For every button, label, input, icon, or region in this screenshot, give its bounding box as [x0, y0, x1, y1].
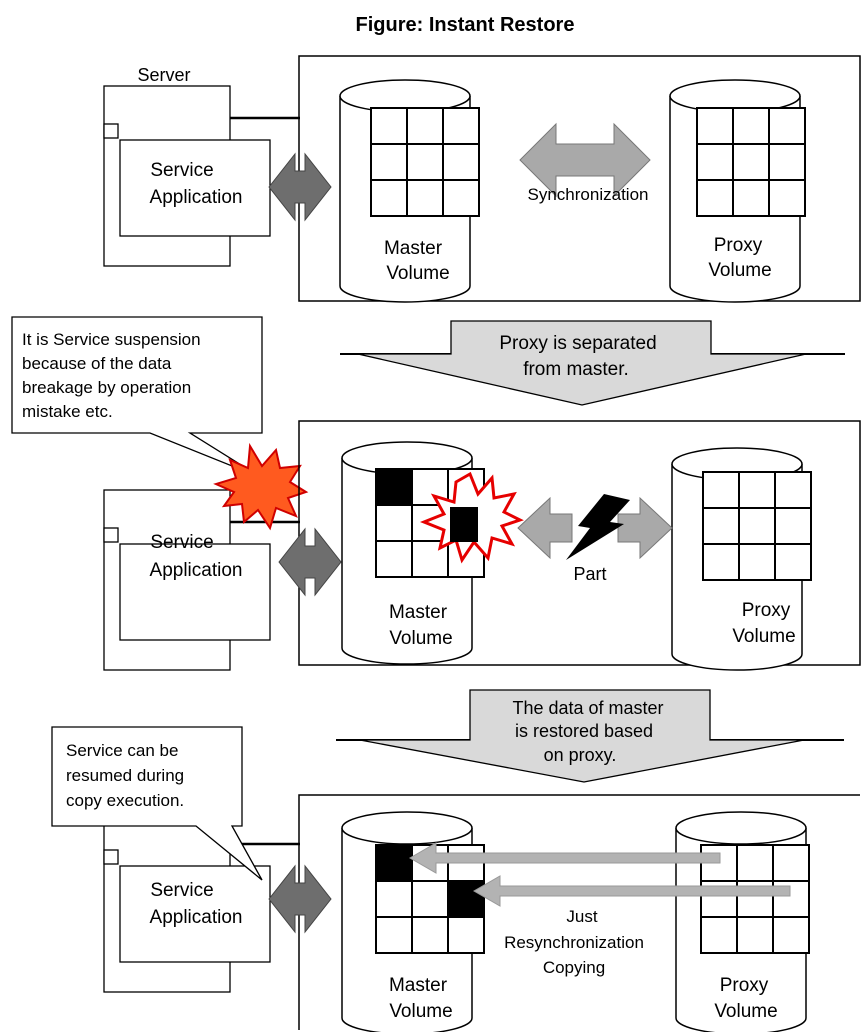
- corrupt-block: [450, 507, 478, 542]
- part-arrow-right: [617, 496, 673, 560]
- resume-callout-line3: copy execution.: [66, 791, 184, 810]
- suspension-callout: [11, 316, 263, 479]
- transition-2-line3: on proxy.: [544, 745, 617, 765]
- master-label-line1: Master: [389, 975, 448, 996]
- synchronization-label: Synchronization: [528, 185, 649, 204]
- copy-label-line3: Copying: [543, 958, 605, 977]
- application-label-line2: Application: [150, 560, 243, 581]
- server-box: [103, 811, 300, 993]
- application-label-line1: Service: [150, 532, 213, 553]
- application-label-line1: Service: [150, 880, 213, 901]
- copy-arrow-lower: [472, 875, 791, 907]
- proxy-label-line1: Proxy: [720, 975, 769, 996]
- application-label-line1: Service: [150, 160, 213, 181]
- resume-callout-line1: Service can be: [66, 741, 178, 760]
- master-label-line1: Master: [384, 238, 443, 259]
- proxy-label-line1: Proxy: [742, 600, 791, 621]
- transition-1-line2: from master.: [523, 359, 629, 380]
- master-label-line2: Volume: [389, 1001, 452, 1022]
- storage-box: [298, 794, 860, 1030]
- suspension-callout-line2: because of the data: [22, 354, 172, 373]
- corrupt-block: [377, 470, 412, 505]
- transition-2-line1: The data of master: [512, 698, 663, 718]
- copy-label-line1: Just: [566, 907, 597, 926]
- part-label: Part: [573, 564, 606, 584]
- master-label-line2: Volume: [386, 263, 449, 284]
- part-arrow-left: [517, 496, 573, 560]
- copy-label-line2: Resynchronization: [504, 933, 644, 952]
- synchronization-arrow: [519, 122, 651, 198]
- error-burst-icon: [213, 442, 309, 531]
- proxy-label-line2: Volume: [714, 1001, 777, 1022]
- host-storage-arrow: [278, 528, 342, 596]
- server-box: [103, 489, 300, 671]
- proxy-volume-grid: [696, 107, 806, 217]
- host-storage-arrow: [268, 153, 332, 221]
- figure-title: Figure: Instant Restore: [355, 14, 575, 36]
- panel-separated: Service Application It is Service suspen…: [11, 316, 861, 671]
- transition-2-line2: is restored based: [515, 721, 653, 741]
- application-label-line2: Application: [150, 187, 243, 208]
- proxy-label-line1: Proxy: [714, 235, 763, 256]
- resume-callout: [51, 726, 263, 881]
- panel-restoring: Service Application Service can be resum…: [51, 726, 860, 1032]
- suspension-callout-line4: mistake etc.: [22, 402, 113, 421]
- copy-arrow-upper: [408, 842, 721, 874]
- transition-1-line1: Proxy is separated: [499, 333, 656, 354]
- master-label-line2: Volume: [389, 628, 452, 649]
- panel-synchronized: Server Service Application Master Volume…: [102, 55, 861, 303]
- master-label-line1: Master: [389, 602, 448, 623]
- server-label: Server: [137, 65, 190, 85]
- transition-arrow-2: The data of master is restored based on …: [336, 689, 844, 783]
- restoring-block: [449, 882, 483, 917]
- proxy-label-line2: Volume: [732, 626, 795, 647]
- resume-callout-line2: resumed during: [66, 766, 184, 785]
- application-label-line2: Application: [150, 907, 243, 928]
- suspension-callout-line3: breakage by operation: [22, 378, 191, 397]
- lightning-icon: [566, 494, 630, 560]
- host-storage-arrow: [268, 865, 332, 933]
- proxy-volume-grid: [702, 471, 812, 581]
- proxy-label-line2: Volume: [708, 260, 771, 281]
- restoring-block: [377, 846, 412, 881]
- transition-arrow-1: Proxy is separated from master.: [340, 320, 845, 406]
- suspension-callout-line1: It is Service suspension: [22, 330, 201, 349]
- master-volume-grid: [370, 107, 480, 217]
